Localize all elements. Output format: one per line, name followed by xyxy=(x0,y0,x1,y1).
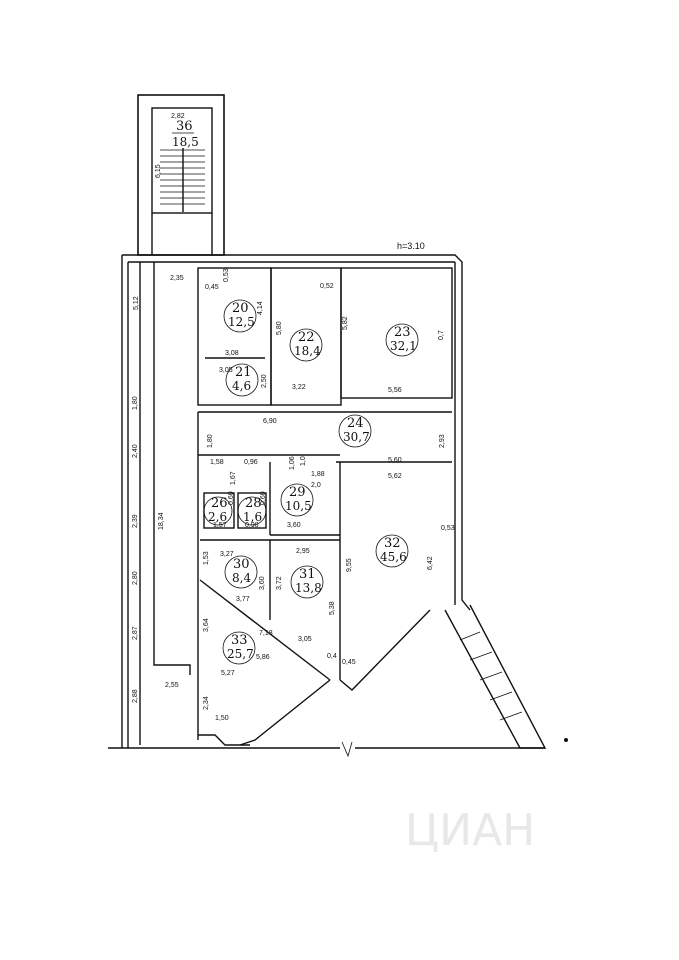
room-23-number: 23 xyxy=(394,325,411,340)
dimension-label: 2,87 xyxy=(132,626,139,640)
room-22-number: 22 xyxy=(298,330,315,345)
dimension-label: 5,60 xyxy=(388,457,402,464)
dimension-label: 1,57 xyxy=(213,522,227,529)
dimension-label: 3,05 xyxy=(219,367,233,374)
dimension-label: 1,58 xyxy=(210,459,224,466)
room-31-area: 13,8 xyxy=(295,581,322,595)
dimension-label: 0,52 xyxy=(320,283,334,290)
room-24-area: 30,7 xyxy=(343,430,370,444)
dimension-label: 1,53 xyxy=(203,551,210,565)
room-26-number: 26 xyxy=(211,496,228,511)
dimension-label: 5,62 xyxy=(388,473,402,480)
dimension-label: 3,05 xyxy=(298,636,312,643)
dimension-label: 7,18 xyxy=(259,630,273,637)
room-21-area: 4,6 xyxy=(232,379,251,393)
dimension-label: 2,80 xyxy=(132,571,139,585)
dimension-label: 5,27 xyxy=(221,670,235,677)
dimension-label: 3,72 xyxy=(276,576,283,590)
dimension-label: 2,34 xyxy=(203,696,210,710)
dimension-label: 1,80 xyxy=(207,434,214,448)
dimension-label: 0,45 xyxy=(342,659,356,666)
dimension-label: 1,80 xyxy=(132,396,139,410)
room-36-area: 18,5 xyxy=(172,135,199,149)
room-32-number: 32 xyxy=(384,536,401,551)
dimension-label: 5,12 xyxy=(133,296,140,310)
dimension-label: 3,60 xyxy=(287,522,301,529)
dimension-label: 1,50 xyxy=(215,715,229,722)
dimension-label: 2,50 xyxy=(261,374,268,388)
dimension-labels: 2,35 5,12 0,45 0,53 4,14 5,80 0,52 5,82 … xyxy=(132,164,455,722)
dimension-label: 2,35 xyxy=(170,275,184,282)
stair-tower xyxy=(137,94,225,256)
dimension-label: 5,86 xyxy=(256,654,270,661)
dimension-label: 0,45 xyxy=(205,284,219,291)
room-33-area: 25,7 xyxy=(227,647,254,661)
dimension-label: 18,34 xyxy=(158,512,165,530)
dimension-label: 0,60 xyxy=(228,491,235,505)
room-28-number: 28 xyxy=(245,496,262,511)
corridor-wall xyxy=(153,262,191,675)
partitions xyxy=(197,267,453,746)
dimension-label: 6,90 xyxy=(263,418,277,425)
dimension-label: 4,14 xyxy=(257,301,264,315)
dimension-label: 1,06 xyxy=(289,456,296,470)
dimension-label: 5,56 xyxy=(388,387,402,394)
dimension-label: 3,27 xyxy=(220,551,234,558)
dimension-label: 0,98 xyxy=(245,522,259,529)
dimension-label: 6,15 xyxy=(155,164,162,178)
dimension-label: 2,40 xyxy=(132,444,139,458)
ceiling-height: h=3.10 xyxy=(397,241,425,251)
room-31-number: 31 xyxy=(299,567,316,582)
dimension-label: 2,93 xyxy=(439,434,446,448)
dimension-label: 6,42 xyxy=(427,556,434,570)
dimension-label: 1,67 xyxy=(230,471,237,485)
dimension-label: 0,53 xyxy=(223,268,230,282)
room-20-area: 12,5 xyxy=(228,315,255,329)
dimension-label: 5,38 xyxy=(329,601,336,615)
dimension-label: 3,60 xyxy=(259,576,266,590)
dimension-label: 0,7 xyxy=(438,330,445,340)
room-23-area: 32,1 xyxy=(390,339,417,353)
dimension-label: 0,53 xyxy=(441,525,455,532)
room-33-number: 33 xyxy=(231,633,248,648)
dimension-label: 0,60 xyxy=(260,491,267,505)
dimension-label: 9,55 xyxy=(346,558,353,572)
svg-text:2,82: 2,82 xyxy=(171,113,185,120)
dimension-label: 2,39 xyxy=(132,514,139,528)
dot-marker xyxy=(564,738,568,742)
dimension-label: 5,82 xyxy=(342,316,349,330)
dimension-label: 3,08 xyxy=(225,350,239,357)
room-29-number: 29 xyxy=(289,485,306,500)
room-26-area: 2,6 xyxy=(208,510,227,524)
room-30-area: 8,4 xyxy=(232,571,251,585)
dimension-label: 3,22 xyxy=(292,384,306,391)
dimension-label: 0,96 xyxy=(244,459,258,466)
dimension-label: 2,95 xyxy=(296,548,310,555)
dimension-label: 2,88 xyxy=(132,689,139,703)
dimension-label: 2,0 xyxy=(311,482,321,489)
dimension-label: 1,0 xyxy=(300,456,307,466)
external-stair xyxy=(444,604,547,749)
room-29-area: 10,5 xyxy=(285,499,312,513)
room-28-area: 1,6 xyxy=(243,510,262,524)
room-36-number: 36 xyxy=(176,119,193,134)
dimension-label: 1,88 xyxy=(311,471,325,478)
room-20-number: 20 xyxy=(232,301,249,316)
dimension-label: 3,64 xyxy=(203,618,210,632)
watermark: ЦИАН xyxy=(405,805,535,856)
dimension-label: 2,55 xyxy=(165,682,179,689)
outer-walls xyxy=(108,254,545,758)
dimension-label: 5,80 xyxy=(276,321,283,335)
room-21-number: 21 xyxy=(235,365,252,380)
dimension-label: 0,4 xyxy=(327,653,337,660)
room-32-area: 45,6 xyxy=(380,550,407,564)
room-30-number: 30 xyxy=(233,557,250,572)
room-24-number: 24 xyxy=(347,416,364,431)
dimension-label: 3,77 xyxy=(236,596,250,603)
room-labels: 20 12,5 22 18,4 23 32,1 21 4,6 24 30,7 2… xyxy=(203,299,419,665)
room-22-area: 18,4 xyxy=(294,344,321,358)
